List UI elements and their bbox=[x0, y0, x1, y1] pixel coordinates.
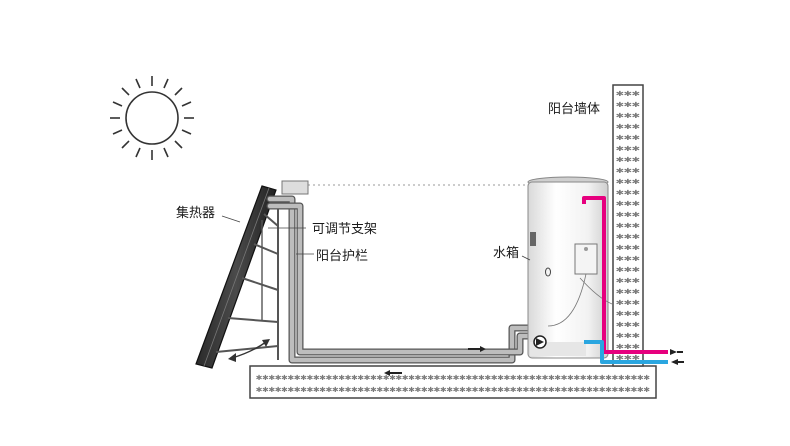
label-balcony-wall: 阳台墙体 bbox=[548, 102, 601, 117]
svg-text:✱✱✱: ✱✱✱ bbox=[616, 243, 641, 253]
pump-icon bbox=[533, 335, 547, 349]
flow-arrow-icon bbox=[384, 346, 486, 376]
svg-text:✱✱✱✱✱✱✱✱✱✱✱✱✱✱✱✱✱✱✱✱✱✱✱✱✱✱✱✱✱✱: ✱✱✱✱✱✱✱✱✱✱✱✱✱✱✱✱✱✱✱✱✱✱✱✱✱✱✱✱✱✱✱✱✱✱✱✱✱✱✱✱… bbox=[256, 373, 651, 383]
balcony-wall: ✱✱✱✱✱✱✱✱✱✱✱✱✱✱✱✱✱✱✱✱✱✱✱✱✱✱✱✱✱✱✱✱✱✱✱✱✱✱✱✱… bbox=[612, 84, 644, 367]
svg-text:✱✱✱: ✱✱✱ bbox=[616, 188, 641, 198]
svg-text:✱✱✱: ✱✱✱ bbox=[616, 221, 641, 231]
svg-text:✱✱✱: ✱✱✱ bbox=[616, 210, 641, 220]
sun-icon bbox=[110, 76, 194, 160]
collector-panel bbox=[195, 185, 277, 369]
svg-text:✱✱✱: ✱✱✱ bbox=[616, 276, 641, 286]
cold-water-pipe bbox=[584, 340, 668, 364]
svg-text:✱✱✱: ✱✱✱ bbox=[616, 287, 641, 297]
svg-text:✱✱✱: ✱✱✱ bbox=[616, 155, 641, 165]
svg-text:✱✱✱: ✱✱✱ bbox=[616, 232, 641, 242]
svg-text:✱✱✱: ✱✱✱ bbox=[616, 122, 641, 132]
bracket-mount bbox=[281, 180, 309, 195]
svg-text:✱✱✱: ✱✱✱ bbox=[616, 133, 641, 143]
adjustable-bracket bbox=[215, 196, 282, 360]
label-balcony-railing: 阳台护栏 bbox=[316, 249, 369, 264]
svg-text:✱✱✱✱✱✱✱✱✱✱✱✱✱✱✱✱✱✱✱✱✱✱✱✱✱✱✱✱✱✱: ✱✱✱✱✱✱✱✱✱✱✱✱✱✱✱✱✱✱✱✱✱✱✱✱✱✱✱✱✱✱✱✱✱✱✱✱✱✱✱✱… bbox=[256, 385, 651, 395]
circulation-pipe bbox=[266, 195, 544, 364]
svg-text:✱✱✱: ✱✱✱ bbox=[616, 265, 641, 275]
hot-water-pipe bbox=[582, 196, 668, 354]
svg-text:✱✱✱: ✱✱✱ bbox=[616, 298, 641, 308]
svg-text:✱✱✱: ✱✱✱ bbox=[616, 199, 641, 209]
svg-text:✱✱✱: ✱✱✱ bbox=[616, 166, 641, 176]
svg-text:✱✱✱: ✱✱✱ bbox=[616, 309, 641, 319]
svg-text:✱✱✱: ✱✱✱ bbox=[616, 100, 641, 110]
svg-text:✱✱✱: ✱✱✱ bbox=[616, 89, 641, 99]
floor-slab: ✱✱✱✱✱✱✱✱✱✱✱✱✱✱✱✱✱✱✱✱✱✱✱✱✱✱✱✱✱✱✱✱✱✱✱✱✱✱✱✱… bbox=[249, 365, 657, 399]
svg-text:✱✱✱: ✱✱✱ bbox=[616, 254, 641, 264]
svg-text:✱✱✱: ✱✱✱ bbox=[616, 111, 641, 121]
svg-text:✱✱✱: ✱✱✱ bbox=[616, 144, 641, 154]
svg-text:✱✱✱: ✱✱✱ bbox=[616, 331, 641, 341]
label-leader-lines bbox=[221, 215, 531, 261]
flow-arrow-icon bbox=[670, 349, 684, 365]
water-tank bbox=[527, 176, 613, 359]
svg-text:✱✱✱: ✱✱✱ bbox=[616, 353, 641, 363]
label-water-tank: 水箱 bbox=[493, 246, 520, 261]
label-adjustable-bracket: 可调节支架 bbox=[312, 222, 378, 237]
label-collector: 集热器 bbox=[176, 206, 216, 221]
svg-text:✱✱✱: ✱✱✱ bbox=[616, 177, 641, 187]
svg-text:✱✱✱: ✱✱✱ bbox=[616, 342, 641, 352]
svg-text:✱✱✱: ✱✱✱ bbox=[616, 320, 641, 330]
